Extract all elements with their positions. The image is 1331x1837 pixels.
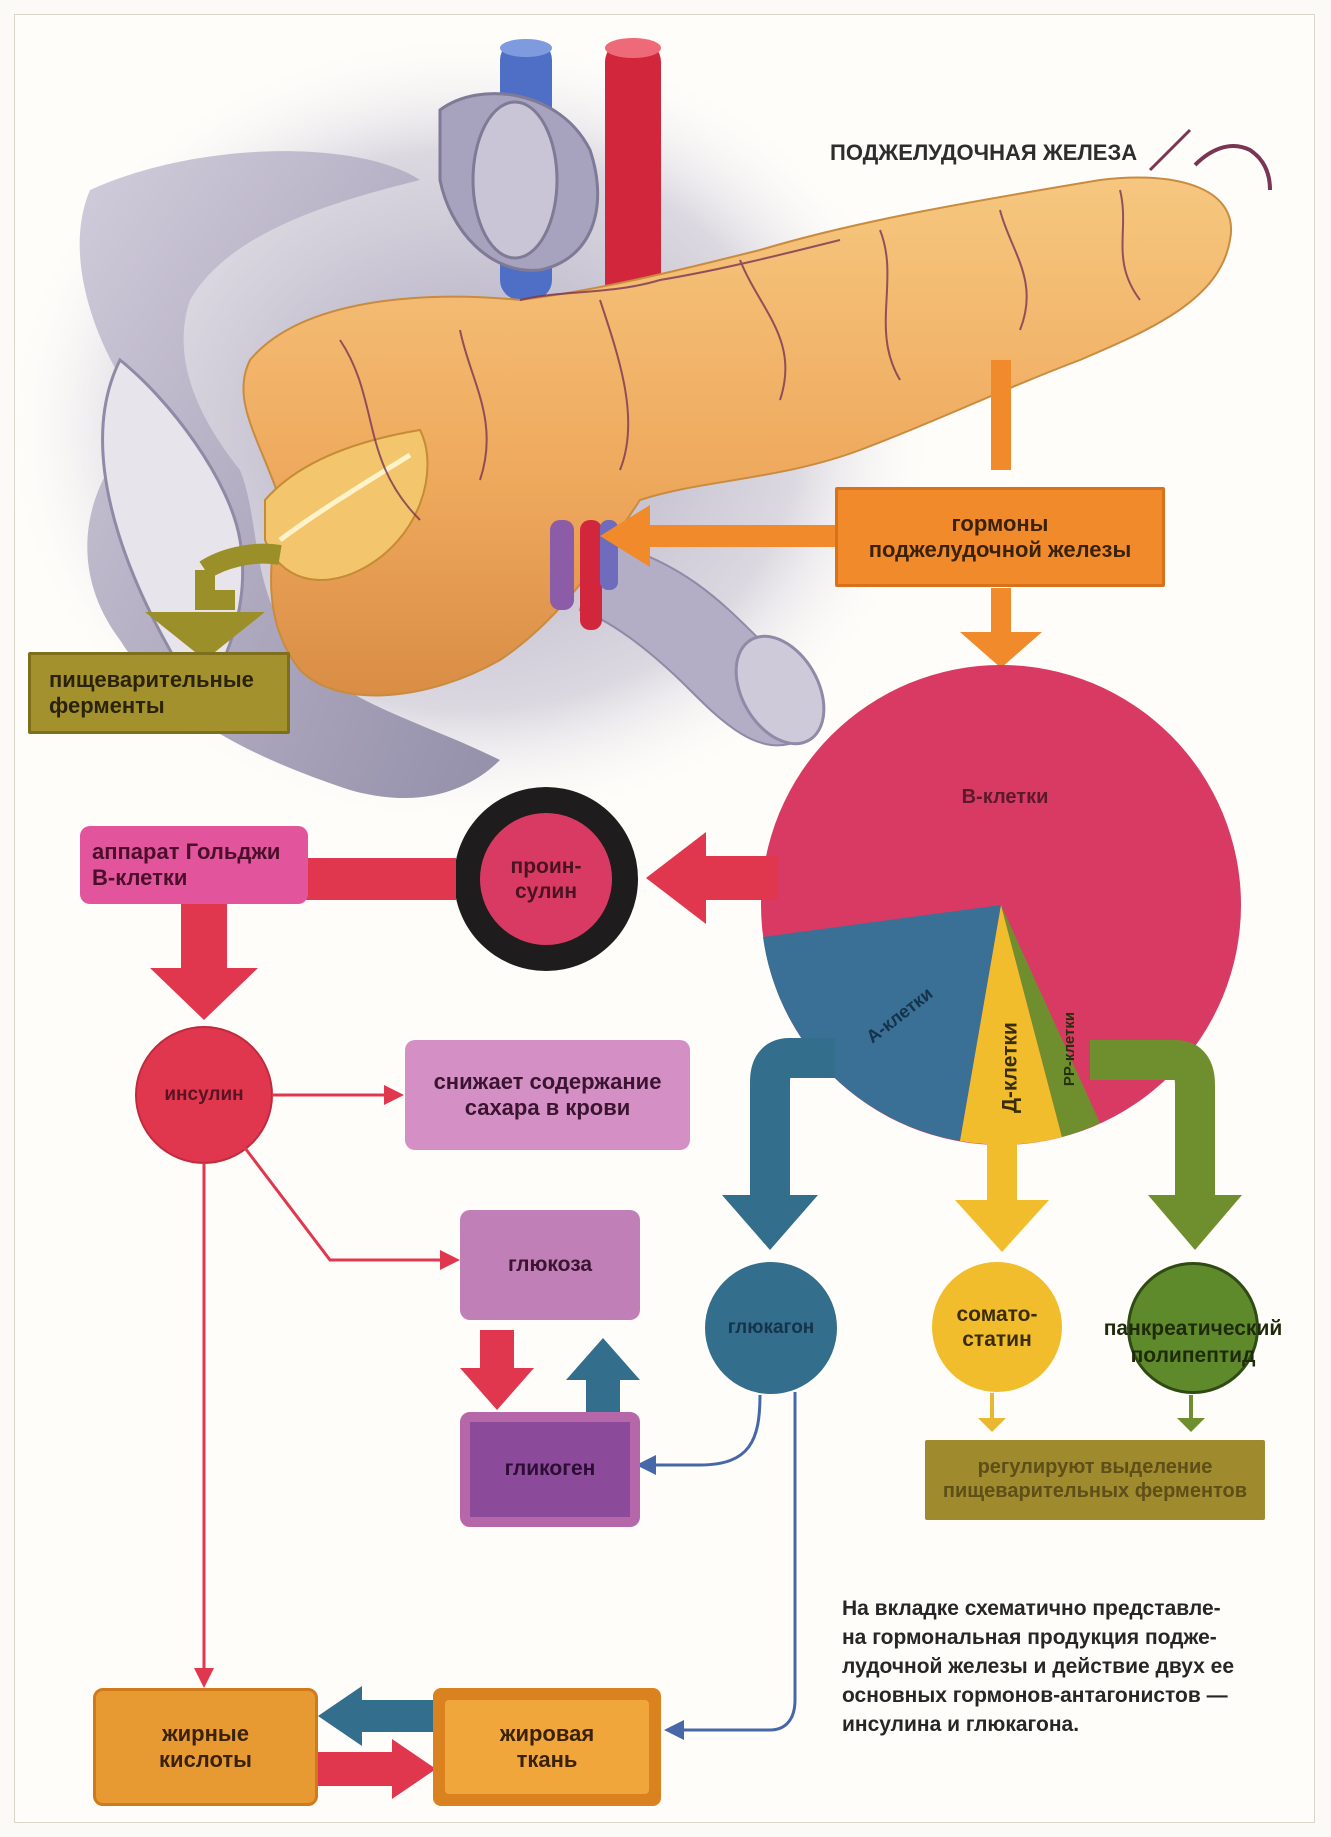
somatostatin-line1: сомато-	[957, 1302, 1038, 1327]
glycogen-box: гликоген	[460, 1412, 640, 1527]
caption-line5: инсулина и глюкагона.	[842, 1711, 1272, 1740]
adipose-line1: жировая	[500, 1721, 594, 1747]
hormones-line1: гормоны	[952, 511, 1049, 537]
polypeptide-line1: панкреатический	[1104, 1317, 1283, 1340]
hormones-line2: поджелудочной железы	[869, 537, 1132, 563]
lowers-sugar-line1: снижает содержание	[434, 1069, 662, 1095]
regulate-line1: регулируют выделение	[978, 1456, 1213, 1480]
pancreas-title: ПОДЖЕЛУДОЧНАЯ ЖЕЛЕЗА	[830, 140, 1140, 166]
golgi-line2: В-клетки	[92, 865, 187, 891]
golgi-line1: аппарат Гольджи	[92, 839, 280, 865]
digestive-line1: пищеварительные	[49, 667, 254, 693]
proinsulin-circle: проин- сулин	[480, 813, 612, 945]
proinsulin-line2: сулин	[515, 879, 577, 904]
fatty-acids-line2: кислоты	[159, 1747, 252, 1773]
pp-cells-label: РР-клетки	[1061, 994, 1079, 1104]
polypeptide-label: панкреатический полипептид	[1098, 1315, 1288, 1370]
hormones-box: гормоны поджелудочной железы	[835, 487, 1165, 587]
lowers-sugar-box: снижает содержание сахара в крови	[405, 1040, 690, 1150]
caption-line3: лудочной железы и действие двух ее	[842, 1653, 1272, 1682]
insulin-circle: инсулин	[136, 1027, 272, 1163]
proinsulin-line1: проин-	[511, 854, 582, 879]
caption-line1: На вкладке схематично представле-	[842, 1595, 1272, 1624]
digestive-line2: ферменты	[49, 693, 165, 719]
digestive-enzymes-box: пищеварительные ферменты	[28, 652, 290, 734]
glucagon-circle: глюкагон	[705, 1262, 837, 1394]
somatostatin-line2: статин	[962, 1327, 1032, 1352]
golgi-box: аппарат Гольджи В-клетки	[80, 826, 308, 904]
regulate-line2: пищеварительных ферментов	[943, 1480, 1247, 1504]
fatty-acids-box: жирные кислоты	[93, 1688, 318, 1806]
polypeptide-line2: полипептид	[1131, 1344, 1256, 1367]
fatty-acids-line1: жирные	[162, 1721, 249, 1747]
adipose-line2: ткань	[517, 1747, 578, 1773]
lowers-sugar-line2: сахара в крови	[465, 1095, 631, 1121]
d-cells-label: Д-клетки	[997, 1003, 1022, 1133]
b-cells-label: В-клетки	[940, 785, 1070, 809]
adipose-inner: жировая ткань	[445, 1700, 649, 1794]
adipose-box: жировая ткань	[433, 1688, 661, 1806]
caption-line2: на гормональная продукция подже-	[842, 1624, 1272, 1653]
glucose-box: глюкоза	[460, 1210, 640, 1320]
caption: На вкладке схематично представле- на гор…	[842, 1595, 1272, 1740]
somatostatin-circle: сомато- статин	[932, 1262, 1062, 1392]
caption-line4: основных гормонов-антагонистов —	[842, 1682, 1272, 1711]
regulate-box: регулируют выделение пищеварительных фер…	[925, 1440, 1265, 1520]
